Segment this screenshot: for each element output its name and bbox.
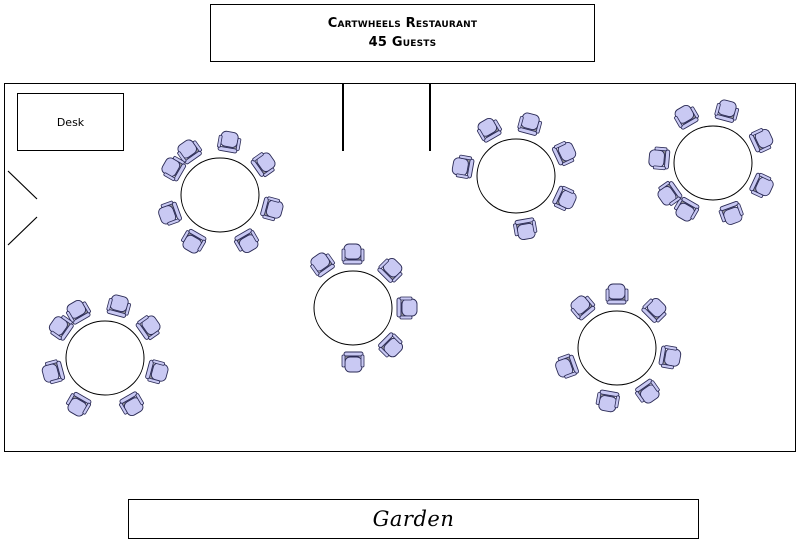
chair: [641, 298, 667, 323]
round-table: [180, 157, 260, 233]
chair: [260, 196, 284, 222]
chair: [181, 228, 207, 254]
table-2: [41, 294, 169, 417]
guest-count: 45 Guests: [368, 35, 437, 50]
chair: [106, 294, 132, 318]
chair: [41, 359, 66, 385]
chair: [66, 299, 91, 325]
round-table: [65, 320, 145, 396]
round-table: [476, 138, 556, 214]
chair: [517, 112, 543, 136]
chair: [570, 295, 596, 321]
chair: [748, 128, 774, 154]
chair: [161, 156, 187, 182]
chair: [48, 315, 74, 341]
chair: [250, 152, 276, 178]
chair: [66, 391, 92, 417]
chair: [451, 154, 475, 179]
door-upper: [7, 170, 38, 200]
round-table: [673, 125, 753, 201]
table-6: [555, 283, 682, 413]
chair: [310, 252, 336, 278]
chair: [714, 99, 740, 123]
chair: [749, 172, 774, 198]
chair: [158, 200, 182, 226]
title-box: Cartwheels Restaurant 45 Guests: [210, 4, 595, 62]
chair: [135, 315, 161, 341]
chair: [234, 228, 259, 254]
chair: [477, 117, 502, 143]
chair: [551, 141, 577, 167]
chair: [341, 243, 365, 265]
round-table: [577, 310, 657, 386]
desk: Desk: [17, 93, 124, 151]
chair: [648, 146, 671, 171]
chair: [674, 196, 700, 222]
chair: [119, 391, 144, 417]
chair: [396, 296, 418, 320]
chair: [341, 351, 365, 373]
chair: [552, 185, 577, 211]
desk-label: Desk: [56, 115, 85, 129]
table-3: [310, 243, 418, 373]
dining-room: [4, 83, 796, 452]
tables-layer: [41, 99, 774, 417]
chair: [674, 104, 699, 130]
chair: [595, 389, 620, 413]
chair: [605, 283, 629, 305]
chair: [145, 359, 169, 385]
chair: [513, 217, 538, 241]
garden: Garden: [128, 499, 699, 539]
chair: [657, 180, 683, 206]
garden-label: Garden: [372, 507, 455, 531]
chair: [377, 258, 403, 283]
table-1: [158, 130, 284, 254]
table-4: [451, 112, 577, 241]
chair: [378, 332, 403, 358]
chair: [217, 130, 242, 154]
chair: [658, 345, 682, 370]
chair: [634, 378, 660, 404]
restaurant-name: Cartwheels Restaurant: [327, 16, 478, 31]
round-table: [313, 270, 393, 346]
door-lower: [7, 216, 38, 246]
chair: [555, 353, 579, 379]
table-5: [648, 99, 774, 225]
chair: [718, 201, 744, 225]
chair: [177, 139, 203, 165]
